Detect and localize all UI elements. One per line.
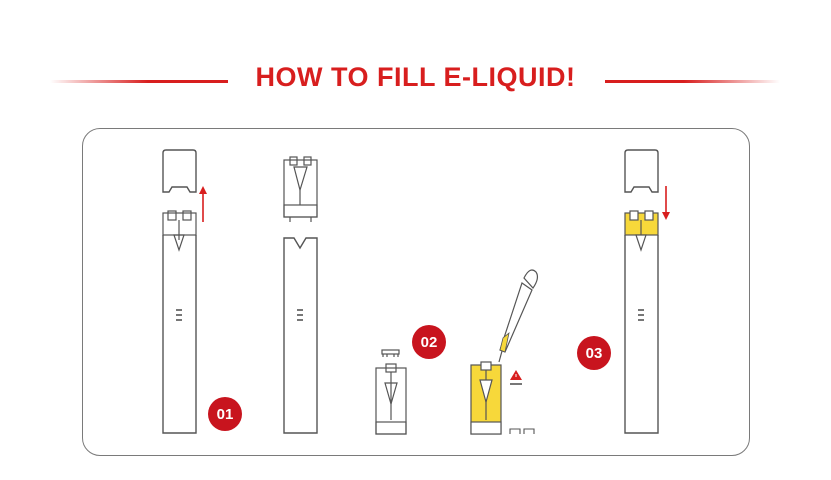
step-badge-03: 03 <box>577 336 611 370</box>
dropper-icon <box>498 269 539 363</box>
device-2-indicator <box>296 309 304 321</box>
warning-icon <box>510 370 522 385</box>
device-3-cap <box>624 149 659 193</box>
header: HOW TO FILL E-LIQUID! <box>0 58 831 102</box>
step-badge-01: 01 <box>208 397 242 431</box>
page-title: HOW TO FILL E-LIQUID! <box>255 62 576 92</box>
device-1-body <box>162 235 197 434</box>
pod-open <box>375 363 407 435</box>
arrow-up-icon <box>199 186 207 222</box>
header-rule-right <box>605 80 780 83</box>
instructions-panel <box>82 128 750 456</box>
device-1-indicator <box>175 309 183 321</box>
arrow-down-icon <box>662 186 670 220</box>
device-3-indicator <box>637 309 645 321</box>
device-1-pod <box>162 210 197 252</box>
removed-seals <box>509 428 535 434</box>
pod-cap-removed <box>381 349 400 357</box>
device-2-body <box>283 237 318 434</box>
pod-filling <box>470 361 502 435</box>
device-2-pod <box>283 156 318 222</box>
step-badge-02: 02 <box>412 325 446 359</box>
header-rule-left <box>50 80 228 83</box>
device-3-pod <box>624 210 659 252</box>
device-3-body <box>624 235 659 434</box>
device-1-cap <box>162 149 197 193</box>
